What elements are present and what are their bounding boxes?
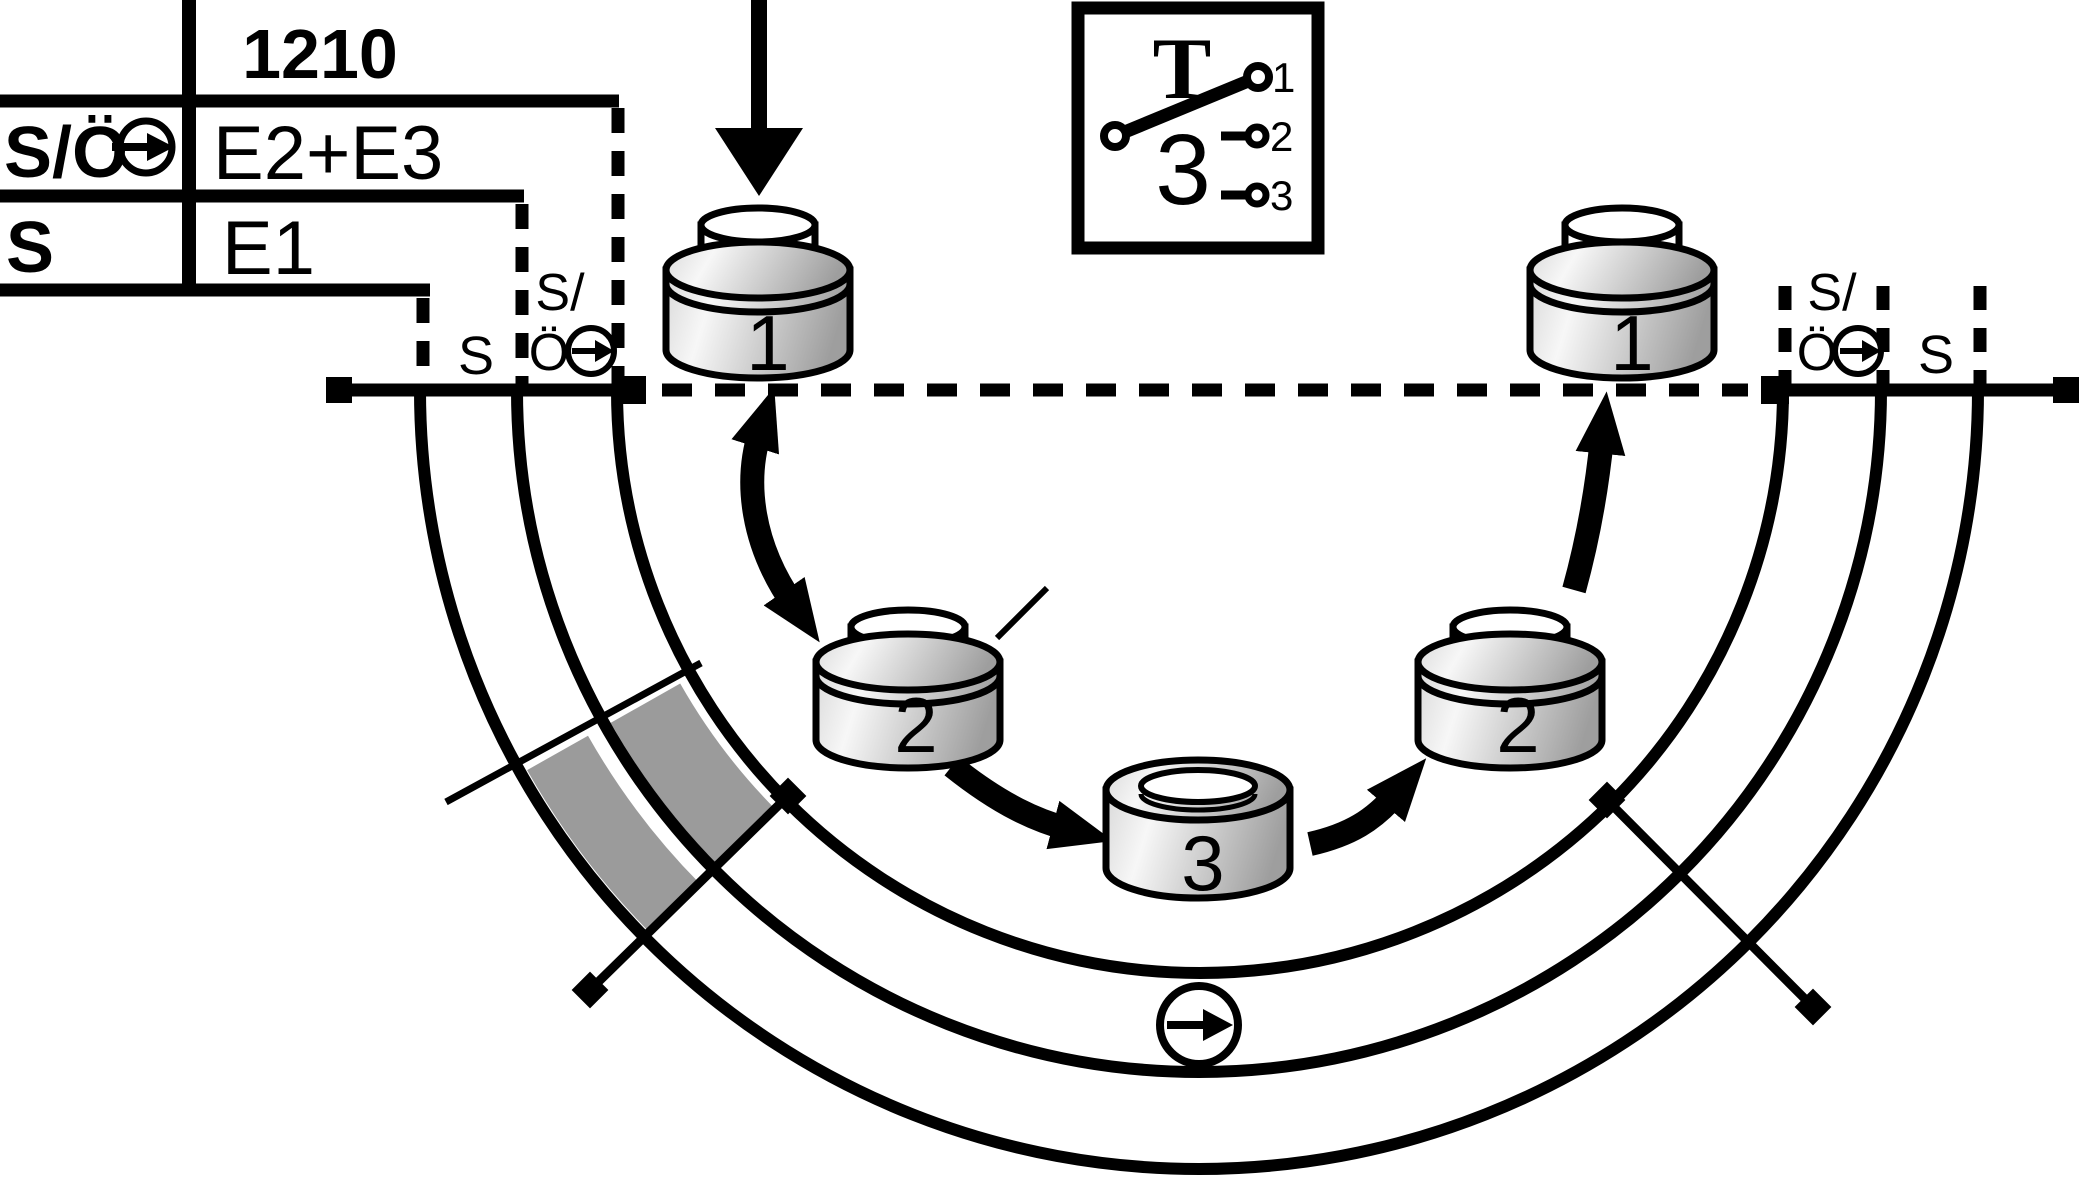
button-number: 1 (746, 299, 789, 387)
press-down-arrow (715, 0, 803, 196)
switch-position-count: 3 (1155, 114, 1211, 226)
zone-labels-left: S S/ Ö (458, 264, 617, 386)
legend-row1-label: S/Ö (4, 113, 128, 193)
rotate-arrow-in-circle-icon (1832, 325, 1884, 377)
section-diamond-right-outer (1794, 988, 1832, 1026)
button-station-right-1: 1 (1526, 204, 1718, 387)
up-down-double-arrow (731, 387, 820, 643)
button-station-left-1: 1 (662, 204, 854, 387)
legend-code: 1210 (242, 15, 398, 93)
swept-sector-shading (527, 683, 776, 933)
guide-lines-right (1778, 286, 1987, 384)
zone-label-so-top-right: S/ (1807, 264, 1857, 322)
zone-label-so-bottom-right: Ö (1797, 324, 1837, 382)
legend-row2-value: E1 (222, 206, 315, 291)
switch-pivot-contact (1100, 121, 1130, 151)
rotation-direction-icon (1156, 982, 1242, 1068)
button-number: 1 (1610, 299, 1653, 387)
switch-lever (1112, 70, 1261, 143)
section-diamond-left-inner (769, 777, 807, 815)
tick-mark-near-button-2-left (994, 585, 1050, 641)
gray-sector-inner-band (610, 683, 776, 866)
switch-contact-2 (1244, 123, 1270, 149)
guide-lines-left (416, 108, 625, 384)
switch-contact-3-label: 3 (1270, 172, 1293, 219)
arrow-2-to-3 (944, 756, 1114, 850)
legend-row1-value: E2+E3 (213, 111, 443, 196)
zone-label-s-left: S (458, 326, 494, 386)
rotate-arrow-in-circle-icon (112, 117, 176, 177)
switch-contact-1-label: 1 (1272, 54, 1295, 101)
section-marks (444, 585, 1832, 1026)
button-number: 2 (894, 681, 937, 769)
button-station-center-3: 3 (1102, 756, 1294, 907)
switch-contact-3 (1244, 182, 1270, 208)
section-diamond-left-outer (571, 971, 609, 1009)
baseline-end-square-far-left (326, 377, 352, 403)
switch-symbol-box: T 3 1 2 3 (1071, 1, 1325, 255)
switch-contact-2-label: 2 (1270, 113, 1293, 160)
section-diamond-right-inner (1588, 781, 1626, 819)
section-line-left (586, 792, 792, 994)
switch-contact-1 (1243, 62, 1273, 92)
button-number: 2 (1496, 681, 1539, 769)
baseline-end-square-far-right (2053, 377, 2079, 403)
zone-label-so-top-left: S/ (535, 264, 585, 322)
legend-table: 1210 S/Ö E2+E3 S E1 (0, 0, 619, 297)
zone-label-so-bottom-left: Ö (529, 324, 569, 382)
arrow-2-up-to-baseline (1562, 391, 1626, 594)
section-line-right (1603, 796, 1817, 1011)
arrow-3-to-2 (1307, 758, 1427, 856)
rotate-arrow-in-circle-icon (565, 325, 617, 377)
button-number: 3 (1181, 819, 1224, 907)
gray-sector-outer-band (527, 735, 700, 933)
zone-labels-right: S/ Ö S (1797, 264, 1954, 385)
section-line-thin-left (444, 659, 703, 806)
button-station-right-2: 2 (1414, 606, 1606, 772)
button-station-left-2: 2 (812, 606, 1004, 772)
legend-row2-label: S (6, 208, 54, 288)
motion-arrows (731, 387, 1626, 856)
zone-label-s-right: S (1918, 325, 1954, 385)
